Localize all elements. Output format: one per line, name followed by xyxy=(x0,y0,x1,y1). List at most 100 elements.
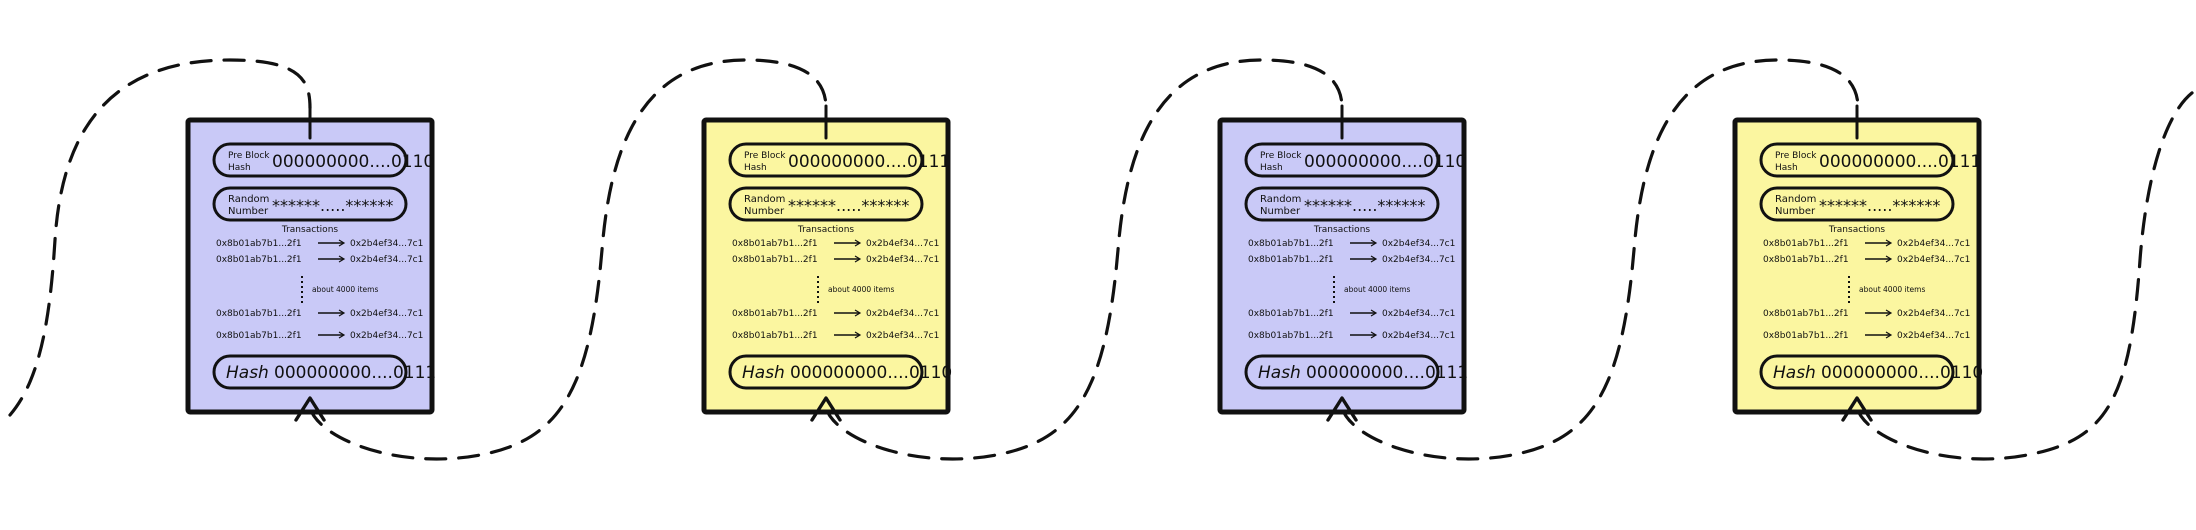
transaction-from: 0x8b01ab7b1...2f1 xyxy=(1763,255,1849,265)
hash-outline xyxy=(212,354,408,390)
transaction-row: 0x8b01ab7b1...2f1 0x2b4ef34...7c1 xyxy=(216,331,423,341)
prev-hash-label-line2: Hash xyxy=(1260,163,1283,173)
transaction-from: 0x8b01ab7b1...2f1 xyxy=(732,255,818,265)
right-arrow-head-icon xyxy=(1885,309,1893,317)
random-number-outline xyxy=(1244,186,1440,222)
right-arrow-head-icon xyxy=(854,255,862,263)
transaction-from: 0x8b01ab7b1...2f1 xyxy=(216,255,302,265)
random-label-line2: Number xyxy=(1260,206,1301,217)
transaction-row: 0x8b01ab7b1...2f1 0x2b4ef34...7c1 xyxy=(732,239,939,249)
transactions-title: Transactions xyxy=(797,225,854,235)
random-number-outline xyxy=(1759,186,1955,222)
chain-connector-outgoing xyxy=(1855,88,2196,461)
random-label-line1: Random xyxy=(1775,194,1816,205)
chain-connector-2-3 xyxy=(824,58,1344,461)
random-label-line2: Number xyxy=(228,206,269,217)
transaction-from: 0x8b01ab7b1...2f1 xyxy=(732,239,818,249)
about-items-note: about 4000 items xyxy=(1859,285,1925,294)
prev-hash-label-line1: Pre Block xyxy=(1260,151,1302,161)
prev-hash-outline xyxy=(212,142,408,178)
transaction-to: 0x2b4ef34...7c1 xyxy=(1382,239,1455,249)
right-arrow-head-icon xyxy=(1885,239,1893,247)
transaction-to: 0x2b4ef34...7c1 xyxy=(1897,239,1970,249)
transaction-from: 0x8b01ab7b1...2f1 xyxy=(1248,309,1334,319)
prev-hash-value: 000000000....0111 xyxy=(1819,152,1981,172)
chain-connector-1-2 xyxy=(308,58,828,461)
transaction-to: 0x2b4ef34...7c1 xyxy=(866,331,939,341)
random-label-line2: Number xyxy=(1775,206,1816,217)
prev-hash-value: 000000000....0110 xyxy=(1304,152,1466,172)
prev-hash-label-line2: Hash xyxy=(228,163,251,173)
about-items-note: about 4000 items xyxy=(312,285,378,294)
hash-label: Hash xyxy=(742,363,785,383)
hash-label: Hash xyxy=(1258,363,1301,383)
transactions-title: Transactions xyxy=(281,225,338,235)
prev-hash-label-line1: Pre Block xyxy=(1775,151,1817,161)
random-number-outline xyxy=(212,186,408,222)
transaction-to: 0x2b4ef34...7c1 xyxy=(866,239,939,249)
transaction-from: 0x8b01ab7b1...2f1 xyxy=(1248,331,1334,341)
transaction-from: 0x8b01ab7b1...2f1 xyxy=(732,331,818,341)
hash-outline xyxy=(728,354,924,390)
transaction-from: 0x8b01ab7b1...2f1 xyxy=(1763,309,1849,319)
right-arrow-head-icon xyxy=(854,309,862,317)
prev-hash-label-line2: Hash xyxy=(744,163,767,173)
prev-hash-outline xyxy=(1759,142,1955,178)
transaction-to: 0x2b4ef34...7c1 xyxy=(350,331,423,341)
right-arrow-head-icon xyxy=(1885,255,1893,263)
hash-value: 000000000....0111 xyxy=(1306,363,1468,383)
transaction-from: 0x8b01ab7b1...2f1 xyxy=(732,309,818,319)
right-arrow-head-icon xyxy=(338,239,346,247)
about-items-note: about 4000 items xyxy=(828,285,894,294)
hash-label: Hash xyxy=(1773,363,1816,383)
random-label-line1: Random xyxy=(1260,194,1301,205)
right-arrow-head-icon xyxy=(1370,239,1378,247)
right-arrow-head-icon xyxy=(338,255,346,263)
right-arrow-head-icon xyxy=(1370,255,1378,263)
transaction-to: 0x2b4ef34...7c1 xyxy=(1382,331,1455,341)
transaction-to: 0x2b4ef34...7c1 xyxy=(350,309,423,319)
transaction-from: 0x8b01ab7b1...2f1 xyxy=(216,331,302,341)
right-arrow-head-icon xyxy=(854,331,862,339)
transaction-row: 0x8b01ab7b1...2f1 0x2b4ef34...7c1 xyxy=(732,331,939,341)
right-arrow-head-icon xyxy=(338,331,346,339)
transaction-from: 0x8b01ab7b1...2f1 xyxy=(1763,331,1849,341)
transactions-title: Transactions xyxy=(1828,225,1885,235)
up-arrow-icon xyxy=(294,396,326,422)
transaction-row: 0x8b01ab7b1...2f1 0x2b4ef34...7c1 xyxy=(1763,255,1970,265)
hash-outline xyxy=(1759,354,1955,390)
transaction-from: 0x8b01ab7b1...2f1 xyxy=(216,309,302,319)
hash-label: Hash xyxy=(226,363,269,383)
transaction-to: 0x2b4ef34...7c1 xyxy=(1897,309,1970,319)
random-label-line2: Number xyxy=(744,206,785,217)
right-arrow-head-icon xyxy=(1370,331,1378,339)
transaction-to: 0x2b4ef34...7c1 xyxy=(1897,255,1970,265)
chain-connector-3-4 xyxy=(1340,58,1860,461)
chain-connector-incoming xyxy=(8,58,312,417)
transaction-to: 0x2b4ef34...7c1 xyxy=(350,239,423,249)
prev-hash-value: 000000000....0111 xyxy=(788,152,950,172)
hash-value: 000000000....0111 xyxy=(274,363,436,383)
prev-hash-label-line2: Hash xyxy=(1775,163,1798,173)
transaction-to: 0x2b4ef34...7c1 xyxy=(1897,331,1970,341)
right-arrow-head-icon xyxy=(854,239,862,247)
random-number-value: ******.....****** xyxy=(788,196,909,215)
up-arrow-icon xyxy=(810,396,842,422)
about-items-note: about 4000 items xyxy=(1344,285,1410,294)
prev-hash-value: 000000000....0110 xyxy=(272,152,434,172)
